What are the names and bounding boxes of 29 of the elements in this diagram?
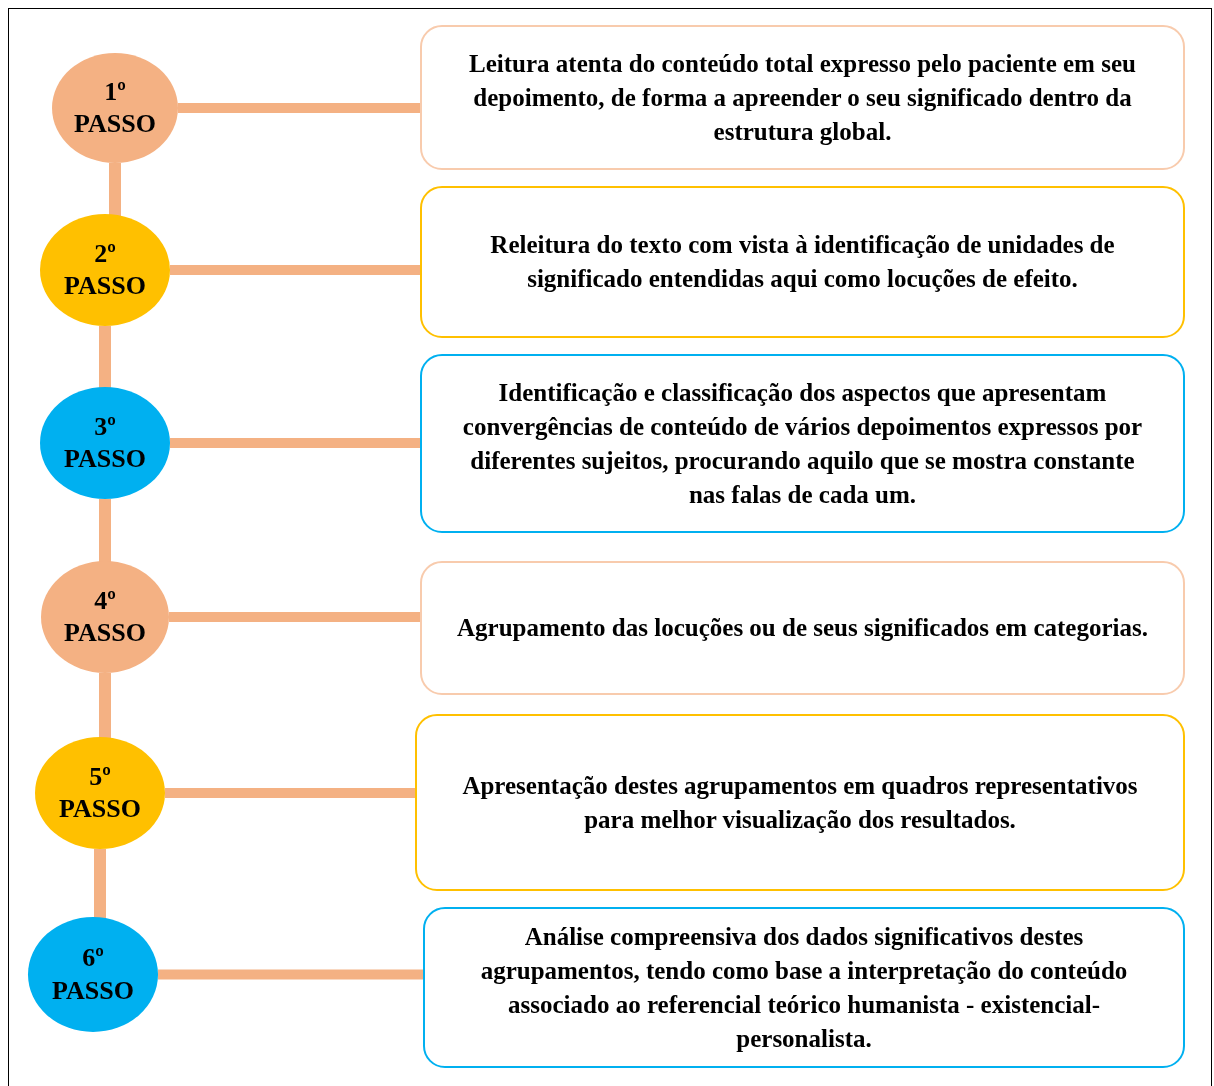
step-description-box [420, 25, 1185, 170]
step-label: 4º PASSO [63, 584, 147, 649]
step-label: 2º PASSO [63, 237, 147, 302]
connector-line [99, 326, 111, 389]
connector-line [94, 849, 106, 920]
connector-line [178, 103, 420, 113]
connector-line [99, 499, 111, 563]
step-description: Agrupamento das locuções ou de seus significados em categorias. [457, 613, 1148, 643]
connector-line [158, 969, 423, 980]
step-description-box [420, 354, 1185, 533]
step-label: 6º PASSO [51, 942, 135, 1007]
connector-line [170, 265, 420, 275]
step-description: Apresentação destes agrupamentos em quadros representativos para melhor visualização dos resultados. [461, 770, 1139, 835]
connector-line [165, 788, 415, 798]
step-label: 3º PASSO [63, 410, 147, 475]
step-description: Releitura do texto com vista à identificação de unidades de significado entendidas aqui como locuções de efeito. [489, 230, 1116, 294]
step-description-box [420, 186, 1185, 338]
connector-line [169, 612, 420, 622]
connector-line [170, 438, 420, 448]
connector-line [99, 673, 111, 740]
step-description: Identificação e classificação dos aspectos que apresentam convergências de conteúdo de vários depoimentos expressos por diferentes sujeitos, procurando aquilo que se mostra constante nas falas de cada um. [461, 377, 1144, 510]
step-description-box [415, 714, 1185, 891]
step-description-box [423, 907, 1185, 1068]
step-description-box [420, 561, 1185, 695]
step-label: 5º PASSO [58, 760, 142, 825]
step-label: 1º PASSO [73, 75, 157, 140]
step-description: Análise compreensiva dos dados significativos destes agrupamentos, tendo como base a interpretação do conteúdo associado ao referencial teórico humanista - existencial-personalista. [479, 921, 1129, 1054]
step-description: Leitura atenta do conteúdo total expresso pelo paciente em seu depoimento, de forma a apreender o seu significado dentro da estrutura global. [468, 48, 1137, 147]
connector-line [109, 163, 121, 217]
